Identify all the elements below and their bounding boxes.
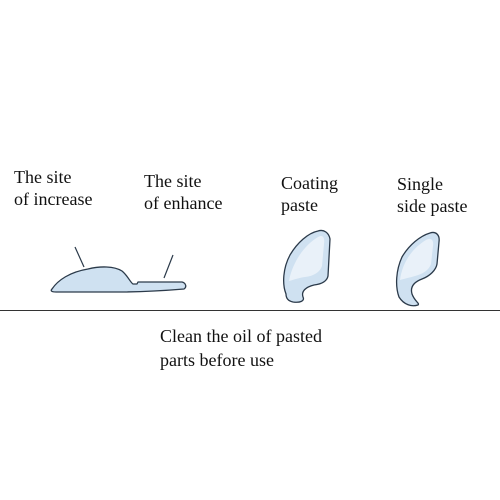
label-enhance-line1: The site <box>144 171 202 191</box>
label-site-of-increase: The site of increase <box>14 166 92 210</box>
label-coating-paste: Coating paste <box>281 172 338 216</box>
caption-line1: Clean the oil of pasted <box>160 326 322 346</box>
pointer-line-enhance <box>163 254 174 279</box>
label-coating-line1: Coating <box>281 173 338 193</box>
pointer-line-increase <box>74 246 85 268</box>
label-single-line1: Single <box>397 174 444 194</box>
label-increase-line2: of increase <box>14 189 93 209</box>
caption-clean-oil: Clean the oil of pasted parts before use <box>160 324 322 372</box>
label-single-line2: side paste <box>397 196 468 216</box>
coating-paste-inner <box>289 235 325 281</box>
label-enhance-line2: of enhance <box>144 193 223 213</box>
label-site-of-enhance: The site of enhance <box>144 170 222 214</box>
label-increase-line1: The site <box>14 167 72 187</box>
single-side-paste-inner <box>400 238 434 280</box>
insole-side-profile <box>50 266 187 293</box>
label-coating-line2: paste <box>281 195 318 215</box>
caption-line2: parts before use <box>160 350 274 370</box>
label-single-side-paste: Single side paste <box>397 173 467 217</box>
